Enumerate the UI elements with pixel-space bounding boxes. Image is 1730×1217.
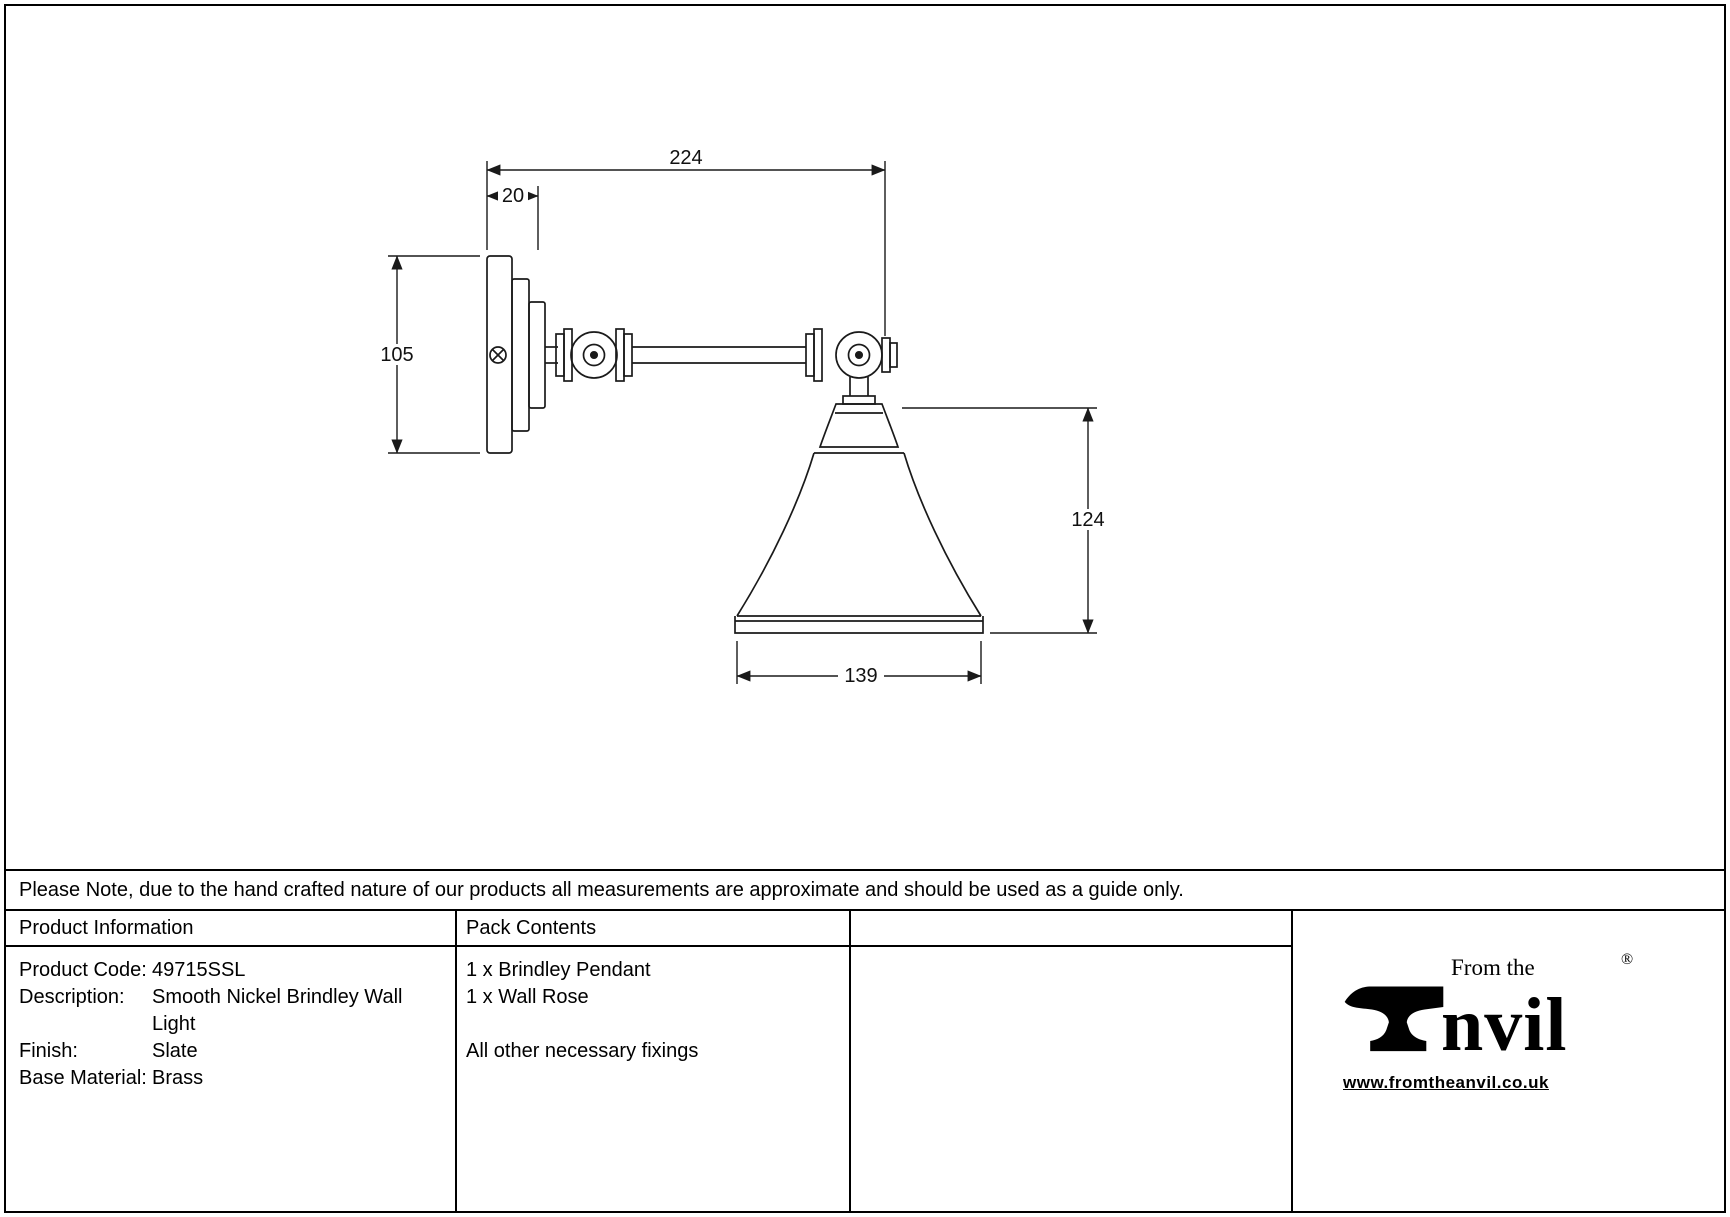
finish-value: Slate xyxy=(152,1040,198,1062)
dim-shade-height-label: 124 xyxy=(1071,509,1104,531)
base-material-row: Base Material: Brass xyxy=(19,1065,449,1092)
dim-rose-depth-label: 20 xyxy=(502,185,524,207)
logo-website: www.fromtheanvil.co.uk xyxy=(1343,1073,1549,1092)
anvil-icon xyxy=(1344,986,1444,1052)
screw-icon xyxy=(489,346,507,364)
brand-logo-cell: From the nvil ® www.fromtheanvil.co.uk xyxy=(1293,911,1724,1211)
product-code-label: Product Code: xyxy=(19,959,147,981)
product-information-body: Product Code: 49715SSL Description: Smoo… xyxy=(6,947,457,1211)
logo-prefix: From the xyxy=(1451,955,1535,980)
finish-row: Finish: Slate xyxy=(19,1038,449,1065)
product-information-header: Product Information xyxy=(6,911,457,947)
base-material-label: Base Material: xyxy=(19,1067,147,1089)
base-material-value: Brass xyxy=(152,1067,204,1089)
pack-item: All other necessary fixings xyxy=(466,1040,699,1062)
wall-rose xyxy=(486,255,546,454)
finish-label: Finish: xyxy=(19,1040,78,1062)
product-code-value: 49715SSL xyxy=(152,959,246,981)
empty-body-cell xyxy=(851,947,1293,1211)
info-table: Product Information Pack Contents From t… xyxy=(6,909,1724,1211)
measurement-note: Please Note, due to the hand crafted nat… xyxy=(6,869,1724,909)
dim-rose-diameter-label: 105 xyxy=(380,344,413,366)
description-value: Smooth Nickel Brindley Wall Light xyxy=(152,986,403,1035)
pack-item: 1 x Wall Rose xyxy=(466,986,589,1008)
description-label: Description: xyxy=(19,986,125,1008)
measurement-note-text: Please Note, due to the hand crafted nat… xyxy=(19,878,1184,901)
pack-item: 1 x Brindley Pendant xyxy=(466,959,651,981)
pack-contents-header-label: Pack Contents xyxy=(466,916,597,939)
product-code-row: Product Code: 49715SSL xyxy=(19,957,449,984)
technical-drawing: 224 20 105 124 139 xyxy=(380,147,1105,687)
product-information-header-label: Product Information xyxy=(19,916,194,939)
dimension-lines xyxy=(388,161,1097,684)
pack-contents-spacer xyxy=(466,1011,843,1038)
registered-trademark-icon: ® xyxy=(1621,951,1634,968)
wall-light-arm xyxy=(545,328,898,405)
empty-header-cell xyxy=(851,911,1293,947)
lamp-shade xyxy=(734,403,984,634)
dim-arm-length-label: 224 xyxy=(669,147,702,169)
pack-contents-header: Pack Contents xyxy=(457,911,851,947)
logo-wordmark: nvil xyxy=(1441,983,1568,1067)
description-row: Description: Smooth Nickel Brindley Wall… xyxy=(19,984,449,1038)
dim-shade-diameter-label: 139 xyxy=(844,665,877,687)
pack-contents-body: 1 x Brindley Pendant 1 x Wall Rose All o… xyxy=(457,947,851,1211)
